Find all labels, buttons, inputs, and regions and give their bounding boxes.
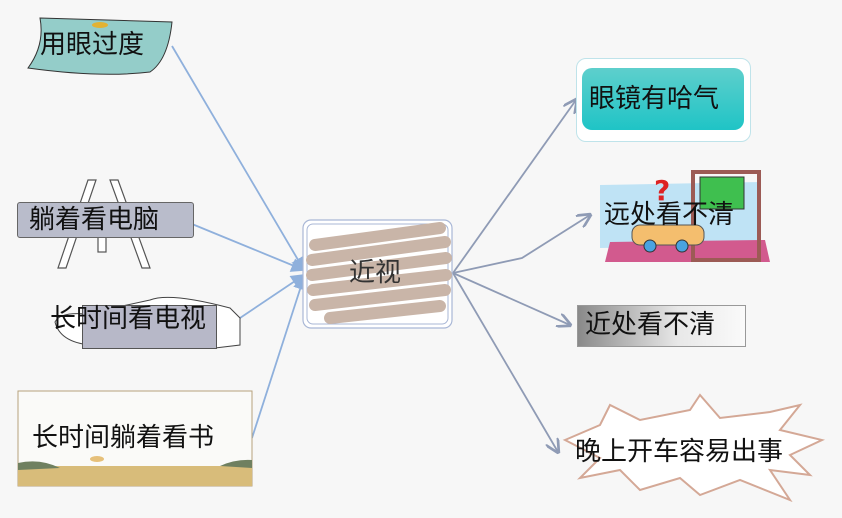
connector-cause-2	[191, 223, 306, 272]
connector-cause-1	[171, 45, 305, 272]
paper-shape	[27, 17, 173, 75]
connector-cause-3	[239, 273, 306, 319]
connector-cause-4	[251, 275, 307, 439]
scribble-fill	[306, 222, 452, 324]
symptom-node-3-box[interactable]	[577, 305, 746, 347]
cause-node-4[interactable]: 长时间躺着看书	[32, 423, 215, 453]
symptom-node-2[interactable]: 远处看不清	[604, 200, 735, 230]
cause-node-3[interactable]: 长时间看电视	[50, 304, 207, 334]
key-icon	[92, 22, 108, 28]
connector-symptom-3	[452, 272, 570, 325]
connector-symptom-1	[452, 100, 576, 274]
cause-node-1[interactable]: 用眼过度	[40, 30, 145, 60]
connector-symptom-2	[452, 215, 590, 274]
center-node[interactable]: 近视	[349, 258, 402, 288]
cause-node-2[interactable]: 躺着看电脑	[29, 205, 160, 235]
teal-button-fill	[582, 68, 744, 130]
cause-node-2-box[interactable]	[17, 202, 194, 238]
connector-symptom-4	[452, 272, 558, 452]
symptom-node-3[interactable]: 近处看不清	[585, 310, 716, 340]
symptom-node-4[interactable]: 晚上开车容易出事	[575, 437, 784, 467]
symptom-node-1[interactable]: 眼镜有哈气	[589, 84, 720, 114]
starburst-shape	[562, 393, 826, 503]
svg-text:?: ?	[654, 174, 670, 207]
cause-node-3-box[interactable]	[82, 305, 217, 349]
car-sign-illustration: ?	[600, 170, 770, 262]
